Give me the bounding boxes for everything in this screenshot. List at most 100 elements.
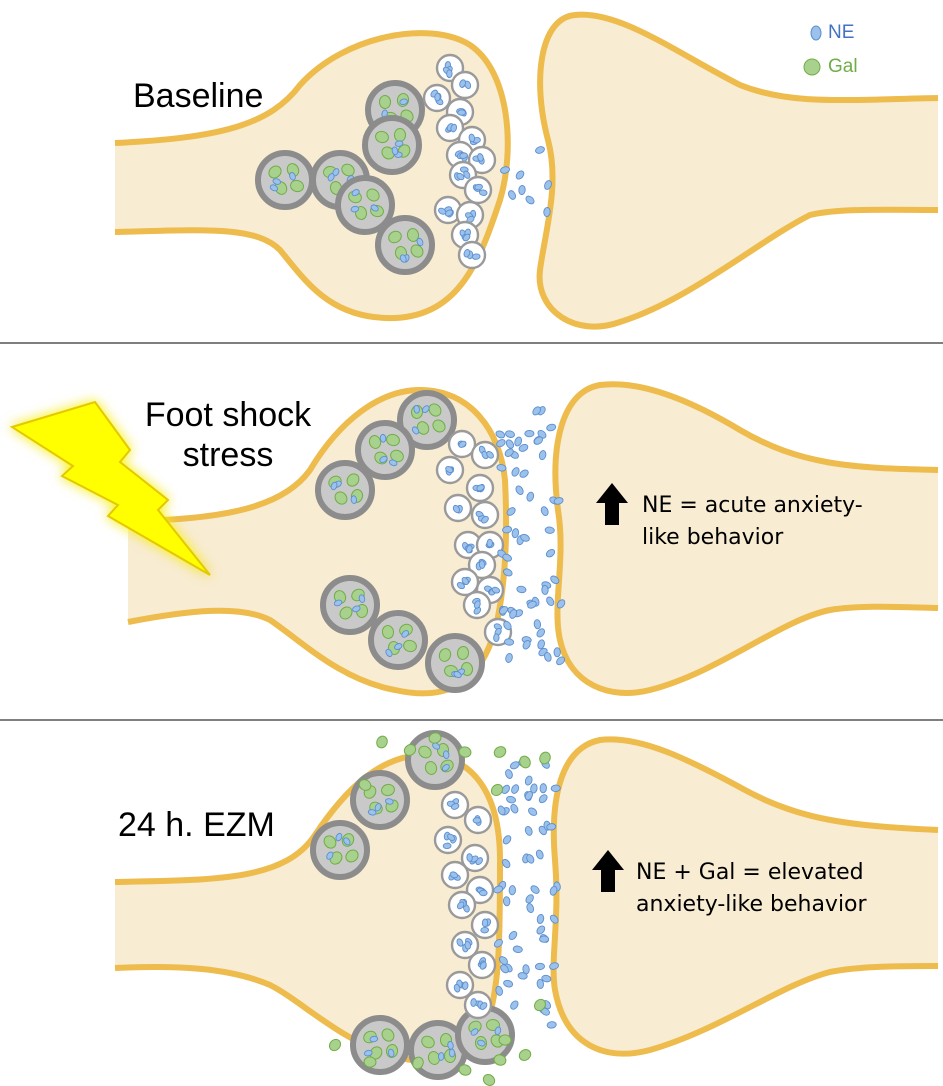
ne-molecule (518, 185, 525, 195)
ne-vesicle (424, 85, 450, 111)
ne-molecule (529, 884, 540, 895)
ne-molecule (524, 195, 535, 206)
gal-molecule (489, 782, 505, 798)
ne-molecule (538, 450, 546, 460)
ne-molecule (541, 585, 548, 595)
dense-core-vesicle (323, 578, 377, 632)
ne-molecule (508, 930, 519, 941)
ne-molecule (535, 963, 545, 970)
ne-molecule (547, 1021, 557, 1028)
legend-gal-label: Gal (828, 56, 858, 78)
ne-molecule (540, 506, 549, 517)
ne-molecule (551, 785, 561, 792)
ezm-label: 24 h. EZM (118, 805, 275, 845)
ne-molecule (518, 468, 529, 478)
dense-core-vesicle (371, 613, 425, 667)
ne-vesicle (437, 457, 463, 483)
ne-molecule (472, 253, 481, 259)
ne-molecule (443, 843, 451, 849)
ne-vesicle (452, 72, 478, 98)
ne-molecule (554, 648, 560, 657)
ne-molecule (505, 653, 514, 664)
dense-core-vesicle (428, 636, 482, 690)
ne-molecule (527, 806, 538, 817)
gal-molecule (379, 95, 390, 108)
ne-vesicle (472, 502, 498, 528)
ne-molecule (507, 189, 517, 200)
ne-molecule (479, 560, 485, 568)
gal-molecule (517, 1047, 533, 1062)
ne-vesicle (459, 242, 485, 268)
ne-molecule (503, 979, 514, 988)
ne-molecule (514, 485, 524, 496)
ne-vesicle (469, 952, 495, 978)
ne-vesicle (465, 992, 491, 1018)
ne-molecule (536, 914, 544, 924)
ne-molecule (479, 890, 487, 896)
vesicle-membrane (323, 578, 377, 632)
ne-molecule (513, 945, 523, 953)
ne-molecule (545, 548, 556, 559)
ne-molecule (524, 825, 533, 836)
ne-vesicle (467, 475, 493, 501)
vesicle-membrane (365, 118, 419, 172)
ne-vesicle (465, 177, 491, 203)
ne-molecule (438, 1052, 444, 1060)
ne-molecule (481, 927, 489, 933)
effect-line2: anxiety-like behavior (636, 889, 867, 921)
ne-molecule (505, 438, 515, 449)
ne-molecule (505, 430, 516, 439)
ne-molecule (504, 638, 514, 645)
vesicle-membrane (371, 613, 425, 667)
ne-molecule (524, 775, 533, 786)
foot-shock-label-line2: stress (118, 435, 338, 475)
gal-molecule (327, 1037, 343, 1053)
ne-molecule (470, 998, 476, 1006)
ne-vesicle (472, 442, 498, 468)
ne-vesicle (442, 792, 468, 818)
ne-molecule (546, 423, 557, 432)
legend-ne-label: NE (828, 22, 854, 44)
ne-molecule (458, 110, 466, 116)
ne-molecule (534, 619, 542, 629)
ne-molecule (535, 145, 546, 154)
ne-molecule (540, 783, 547, 793)
dense-core-vesicle (378, 218, 432, 272)
gal-molecule (499, 1035, 512, 1046)
ne-molecule (535, 924, 546, 935)
gal-molecule (492, 744, 508, 759)
ne-molecule (443, 751, 449, 759)
ne-molecule (524, 893, 535, 904)
ne-molecule (473, 817, 481, 823)
ne-molecule (466, 853, 472, 861)
effect-line2: like behavior (642, 522, 863, 554)
ne-legend-icon (811, 26, 821, 40)
dense-core-vesicle (365, 118, 419, 172)
ne-vesicle (472, 912, 498, 938)
ne-molecule (526, 491, 535, 502)
vesicle-membrane (258, 153, 312, 207)
effect-line1: NE + Gal = elevated (636, 857, 867, 889)
ne-molecule (510, 466, 520, 477)
ne-molecule (502, 834, 513, 845)
ne-molecule (493, 634, 499, 642)
dense-core-vesicle (353, 1018, 407, 1072)
ne-molecule (380, 434, 386, 442)
ne-molecule (515, 169, 526, 180)
gal-molecule (538, 750, 552, 765)
gal-molecule (375, 734, 389, 749)
baseline-label: Baseline (133, 76, 263, 116)
ne-vesicle (449, 892, 475, 918)
ne-molecule (545, 596, 555, 607)
ne-molecule (462, 981, 468, 990)
dense-core-vesicle (258, 153, 312, 207)
ne-molecule (509, 999, 520, 1010)
ne-molecule (447, 70, 453, 78)
gal-legend-icon (804, 59, 820, 75)
ne-molecule (351, 495, 357, 503)
gal-molecule (394, 129, 405, 142)
ne-vesicle (465, 807, 491, 833)
ne-molecule (526, 903, 535, 914)
ne-molecule (506, 795, 517, 804)
ne-vesicle (445, 495, 471, 521)
